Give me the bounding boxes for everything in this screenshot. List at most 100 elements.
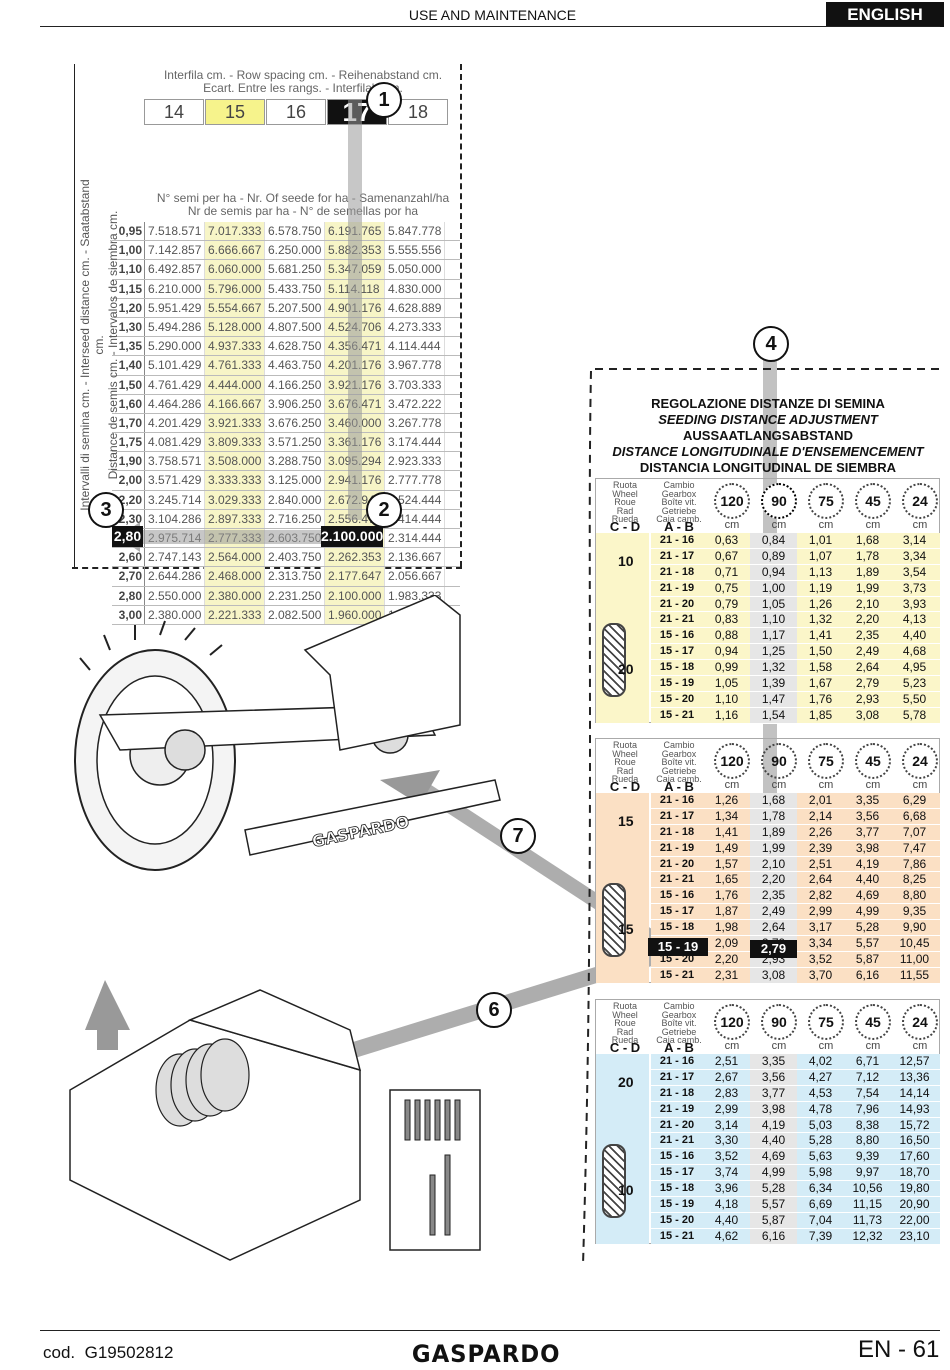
seeds-cell: 4.464.286 — [145, 394, 205, 413]
seeds-cell: 3.104.286 — [145, 509, 205, 528]
seeds-per-ha-table: Interfila cm. - Row spacing cm. - Reihen… — [112, 64, 462, 625]
gear-ratio-cell: 15 - 17 — [659, 905, 695, 918]
seed-plate-24-icon: 24 — [902, 743, 938, 779]
distance-cell: 1,10 — [714, 691, 739, 706]
distance-cell: 0,75 — [714, 580, 739, 595]
distance-cell: 7,86 — [902, 856, 927, 871]
distance-cell: 9,35 — [902, 904, 927, 919]
interseed-distance-cell: 1,70 — [112, 413, 145, 433]
distance-cell: 2,82 — [808, 888, 833, 903]
distance-cell: 3,08 — [750, 967, 797, 983]
seeds-cell: 5.207.500 — [265, 298, 325, 317]
seeds-cell: 7.017.333 — [205, 222, 265, 241]
distance-cell: 3,56 — [750, 1069, 797, 1085]
distance-cell: 1,99 — [750, 840, 797, 856]
distance-cell: 4,99 — [750, 1165, 797, 1181]
distance-cell: 4,18 — [714, 1197, 739, 1212]
distance-cell: 2,35 — [855, 628, 880, 643]
interseed-distance-cell: 2,60 — [112, 548, 145, 567]
row-spacing-label-line1: Interfila cm. - Row spacing cm. - Reihen… — [163, 68, 443, 82]
distance-cell: 0,63 — [714, 533, 739, 547]
unit-label: cm — [724, 1040, 740, 1052]
distance-cell: 1,58 — [808, 660, 833, 675]
seeds-cell: 5.128.000 — [205, 317, 265, 337]
interseed-distance-cell: 2,80 — [112, 586, 145, 605]
gear-ratio-cell: 21 - 21 — [659, 873, 695, 886]
seeds-cell: 4.166.250 — [265, 375, 325, 394]
row-spacing-label: Interfila cm. - Row spacing cm. - Reihen… — [144, 69, 462, 95]
seeds-cell: 5.555.556 — [385, 241, 445, 260]
interseed-distance-cell: 1,30 — [112, 317, 145, 337]
seeds-cell: 6.250.000 — [265, 241, 325, 260]
title-fr: DISTANCE LONGITUDINALE D'ENSEMENCEMENT — [612, 444, 924, 459]
seeds-cell: 2.100.000 — [325, 586, 385, 605]
seed-plate-120-icon: 120 — [714, 483, 750, 519]
distance-cell: 10,56 — [852, 1181, 883, 1196]
ab-label: A - B — [664, 1040, 694, 1055]
distance-cell: 4,19 — [855, 856, 880, 871]
seeds-cell: 3.508.000 — [205, 452, 265, 471]
distance-cell: 0,84 — [750, 533, 797, 548]
seeds-cell: 3.267.778 — [385, 413, 445, 433]
interseed-distance-cell: 1,40 — [112, 356, 145, 375]
distance-cell: 8,38 — [855, 1117, 880, 1132]
distance-cell: 3,56 — [855, 808, 880, 823]
header-title: USE AND MAINTENANCE — [408, 7, 577, 23]
distance-cell: 12,32 — [852, 1228, 883, 1243]
bottom-gear-label: 15 — [618, 921, 634, 937]
distance-cell: 1,41 — [808, 628, 833, 643]
seeds-cell: 2.840.000 — [265, 490, 325, 509]
seeds-cell: 5.796.000 — [205, 279, 265, 298]
distance-cell: 5,63 — [808, 1149, 833, 1164]
distance-cell: 2,67 — [714, 1069, 739, 1084]
title-es: DISTANCIA LONGITUDINAL DE SIEMBRA — [639, 460, 897, 475]
seeds-cell: 3.288.750 — [265, 452, 325, 471]
distance-cell: 2,64 — [855, 660, 880, 675]
seeds-cell: 3.472.222 — [385, 394, 445, 413]
distance-cell: 1,26 — [808, 596, 833, 611]
distance-cell: 1,76 — [808, 691, 833, 706]
unit-label: cm — [771, 1040, 787, 1052]
distance-cell: 0,94 — [750, 564, 797, 580]
gear-ratio-cell: 21 - 20 — [659, 1118, 695, 1131]
distance-cell: 1,67 — [808, 676, 833, 691]
wheel-icon — [602, 623, 626, 697]
distance-cell: 3,52 — [808, 951, 833, 966]
seeds-cell: 2.136.667 — [385, 548, 445, 567]
cd-label: C - D — [609, 519, 641, 534]
distance-cell: 1,85 — [808, 707, 833, 722]
row-spacing-col-16: 16 — [266, 99, 326, 125]
seed-plate-75-icon: 75 — [808, 743, 844, 779]
seeds-cell: 6.210.000 — [145, 279, 205, 298]
distance-cell: 6,68 — [902, 808, 927, 823]
interseed-distance-cell: 1,75 — [112, 433, 145, 452]
footer-divider — [40, 1330, 940, 1331]
arrow-6 — [295, 950, 655, 1075]
distance-cell: 4,13 — [902, 612, 927, 627]
interseed-distance-cell: 1,10 — [112, 260, 145, 279]
gearbox-illustration — [69, 980, 481, 1261]
distance-cell: 2,35 — [750, 888, 797, 904]
distance-cell: 2,31 — [714, 967, 739, 982]
seeds-cell: 4.761.429 — [145, 375, 205, 394]
interseed-distance-cell: 1,50 — [112, 375, 145, 394]
row-spacing-col-15: 15 — [205, 99, 265, 125]
seeds-cell: 2.564.000 — [205, 548, 265, 567]
distance-cell: 3,98 — [855, 840, 880, 855]
selected-seeds-tag: 2.100.000 — [321, 526, 383, 547]
wheel-label: Ruota Wheel Roue Rad Rueda — [611, 480, 639, 524]
distance-cell: 2,20 — [750, 872, 797, 888]
ab-label: A - B — [664, 779, 694, 794]
gear-ratio-cell: 21 - 21 — [659, 613, 695, 626]
distance-cell: 2,51 — [808, 856, 833, 871]
gearbox-housing — [303, 595, 461, 751]
distance-cell: 6,16 — [855, 967, 880, 982]
distance-cell: 1,99 — [855, 580, 880, 595]
gear-ratio-cell: 15 - 21 — [659, 1229, 695, 1242]
unit-label: cm — [724, 519, 740, 531]
